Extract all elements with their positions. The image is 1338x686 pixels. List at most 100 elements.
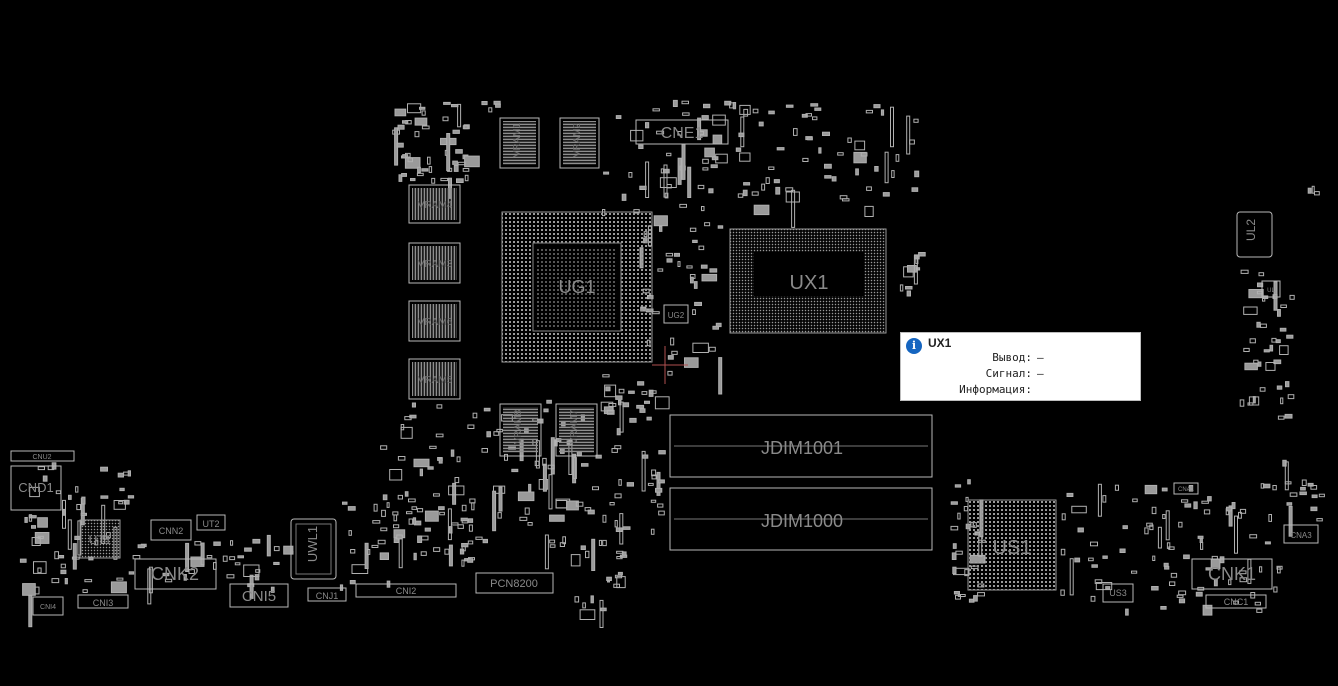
passive-part[interactable] xyxy=(467,558,474,563)
passive-part[interactable] xyxy=(1300,486,1306,491)
passive-part[interactable] xyxy=(1181,499,1189,503)
passive-part[interactable] xyxy=(448,544,453,567)
passive-part[interactable] xyxy=(645,122,650,129)
passive-part[interactable] xyxy=(1144,527,1149,535)
passive-part[interactable] xyxy=(647,482,654,486)
passive-part[interactable] xyxy=(619,401,624,433)
passive-part[interactable] xyxy=(1094,579,1103,584)
passive-part[interactable] xyxy=(660,168,664,174)
passive-part[interactable] xyxy=(615,395,623,400)
passive-part[interactable] xyxy=(642,454,649,459)
passive-part[interactable] xyxy=(824,175,832,179)
passive-part[interactable] xyxy=(467,540,474,545)
passive-part[interactable] xyxy=(37,567,42,574)
passive-part[interactable] xyxy=(127,495,135,499)
passive-part[interactable] xyxy=(527,522,533,526)
passive-part[interactable] xyxy=(641,450,646,492)
component-vram5[interactable]: VRAM5 xyxy=(408,358,461,400)
passive-part[interactable] xyxy=(1144,484,1158,495)
passive-part[interactable] xyxy=(472,412,478,419)
passive-part[interactable] xyxy=(528,483,532,492)
passive-part[interactable] xyxy=(1286,334,1294,339)
passive-part[interactable] xyxy=(412,517,417,525)
passive-part[interactable] xyxy=(364,542,369,569)
passive-part[interactable] xyxy=(29,486,40,498)
passive-part[interactable] xyxy=(1161,487,1168,492)
passive-part[interactable] xyxy=(60,569,67,575)
passive-part[interactable] xyxy=(773,179,780,184)
passive-part[interactable] xyxy=(1310,485,1318,490)
passive-part[interactable] xyxy=(1276,385,1283,390)
passive-part[interactable] xyxy=(461,559,465,567)
passive-part[interactable] xyxy=(666,184,672,189)
passive-part[interactable] xyxy=(715,153,728,164)
passive-part[interactable] xyxy=(37,466,46,471)
passive-part[interactable] xyxy=(234,562,241,566)
passive-part[interactable] xyxy=(684,357,699,368)
passive-part[interactable] xyxy=(416,508,424,513)
passive-part[interactable] xyxy=(702,167,709,171)
passive-part[interactable] xyxy=(404,491,409,497)
passive-part[interactable] xyxy=(617,571,623,576)
passive-part[interactable] xyxy=(591,538,596,571)
passive-part[interactable] xyxy=(864,205,874,217)
passive-part[interactable] xyxy=(488,107,493,113)
passive-part[interactable] xyxy=(1102,495,1107,503)
passive-part[interactable] xyxy=(542,463,547,492)
passive-part[interactable] xyxy=(618,388,625,394)
passive-part[interactable] xyxy=(183,574,187,581)
passive-part[interactable] xyxy=(837,152,844,156)
passive-part[interactable] xyxy=(389,469,403,481)
passive-part[interactable] xyxy=(1195,591,1203,597)
passive-part[interactable] xyxy=(812,116,818,121)
passive-part[interactable] xyxy=(549,539,556,544)
passive-part[interactable] xyxy=(414,131,420,138)
passive-part[interactable] xyxy=(584,507,592,512)
passive-part[interactable] xyxy=(456,178,464,184)
passive-part[interactable] xyxy=(1279,345,1289,356)
passive-part[interactable] xyxy=(1257,282,1264,288)
passive-part[interactable] xyxy=(905,286,913,290)
passive-part[interactable] xyxy=(697,184,705,190)
passive-part[interactable] xyxy=(542,457,547,466)
component-ug1[interactable]: UG1 xyxy=(501,211,653,363)
passive-part[interactable] xyxy=(401,173,408,177)
passive-part[interactable] xyxy=(1239,508,1247,514)
passive-part[interactable] xyxy=(249,574,254,599)
passive-part[interactable] xyxy=(37,517,48,528)
passive-part[interactable] xyxy=(701,273,718,282)
passive-part[interactable] xyxy=(537,418,544,424)
passive-part[interactable] xyxy=(666,258,673,263)
passive-part[interactable] xyxy=(419,468,424,477)
passive-part[interactable] xyxy=(891,170,895,179)
passive-part[interactable] xyxy=(100,466,108,472)
passive-part[interactable] xyxy=(613,583,620,588)
passive-part[interactable] xyxy=(671,350,678,355)
passive-part[interactable] xyxy=(440,177,449,182)
passive-part[interactable] xyxy=(431,177,436,184)
passive-part[interactable] xyxy=(814,107,822,111)
passive-part[interactable] xyxy=(398,534,403,569)
passive-part[interactable] xyxy=(1239,399,1245,407)
passive-part[interactable] xyxy=(371,544,379,549)
passive-part[interactable] xyxy=(407,157,413,163)
passive-part[interactable] xyxy=(657,503,664,508)
passive-part[interactable] xyxy=(443,101,451,105)
passive-part[interactable] xyxy=(1066,492,1074,497)
passive-part[interactable] xyxy=(1228,505,1233,527)
passive-part[interactable] xyxy=(1178,598,1186,604)
passive-part[interactable] xyxy=(973,595,978,602)
passive-part[interactable] xyxy=(873,104,881,109)
passive-part[interactable] xyxy=(1163,562,1169,567)
component-ug2[interactable]: UG2 xyxy=(663,304,689,324)
passive-part[interactable] xyxy=(1146,522,1153,527)
passive-part[interactable] xyxy=(492,490,497,532)
passive-part[interactable] xyxy=(652,108,660,112)
passive-part[interactable] xyxy=(619,513,624,545)
passive-part[interactable] xyxy=(448,526,453,534)
passive-part[interactable] xyxy=(80,512,87,516)
passive-part[interactable] xyxy=(81,496,86,505)
passive-part[interactable] xyxy=(704,147,715,158)
passive-part[interactable] xyxy=(433,547,441,552)
passive-part[interactable] xyxy=(1203,509,1211,515)
